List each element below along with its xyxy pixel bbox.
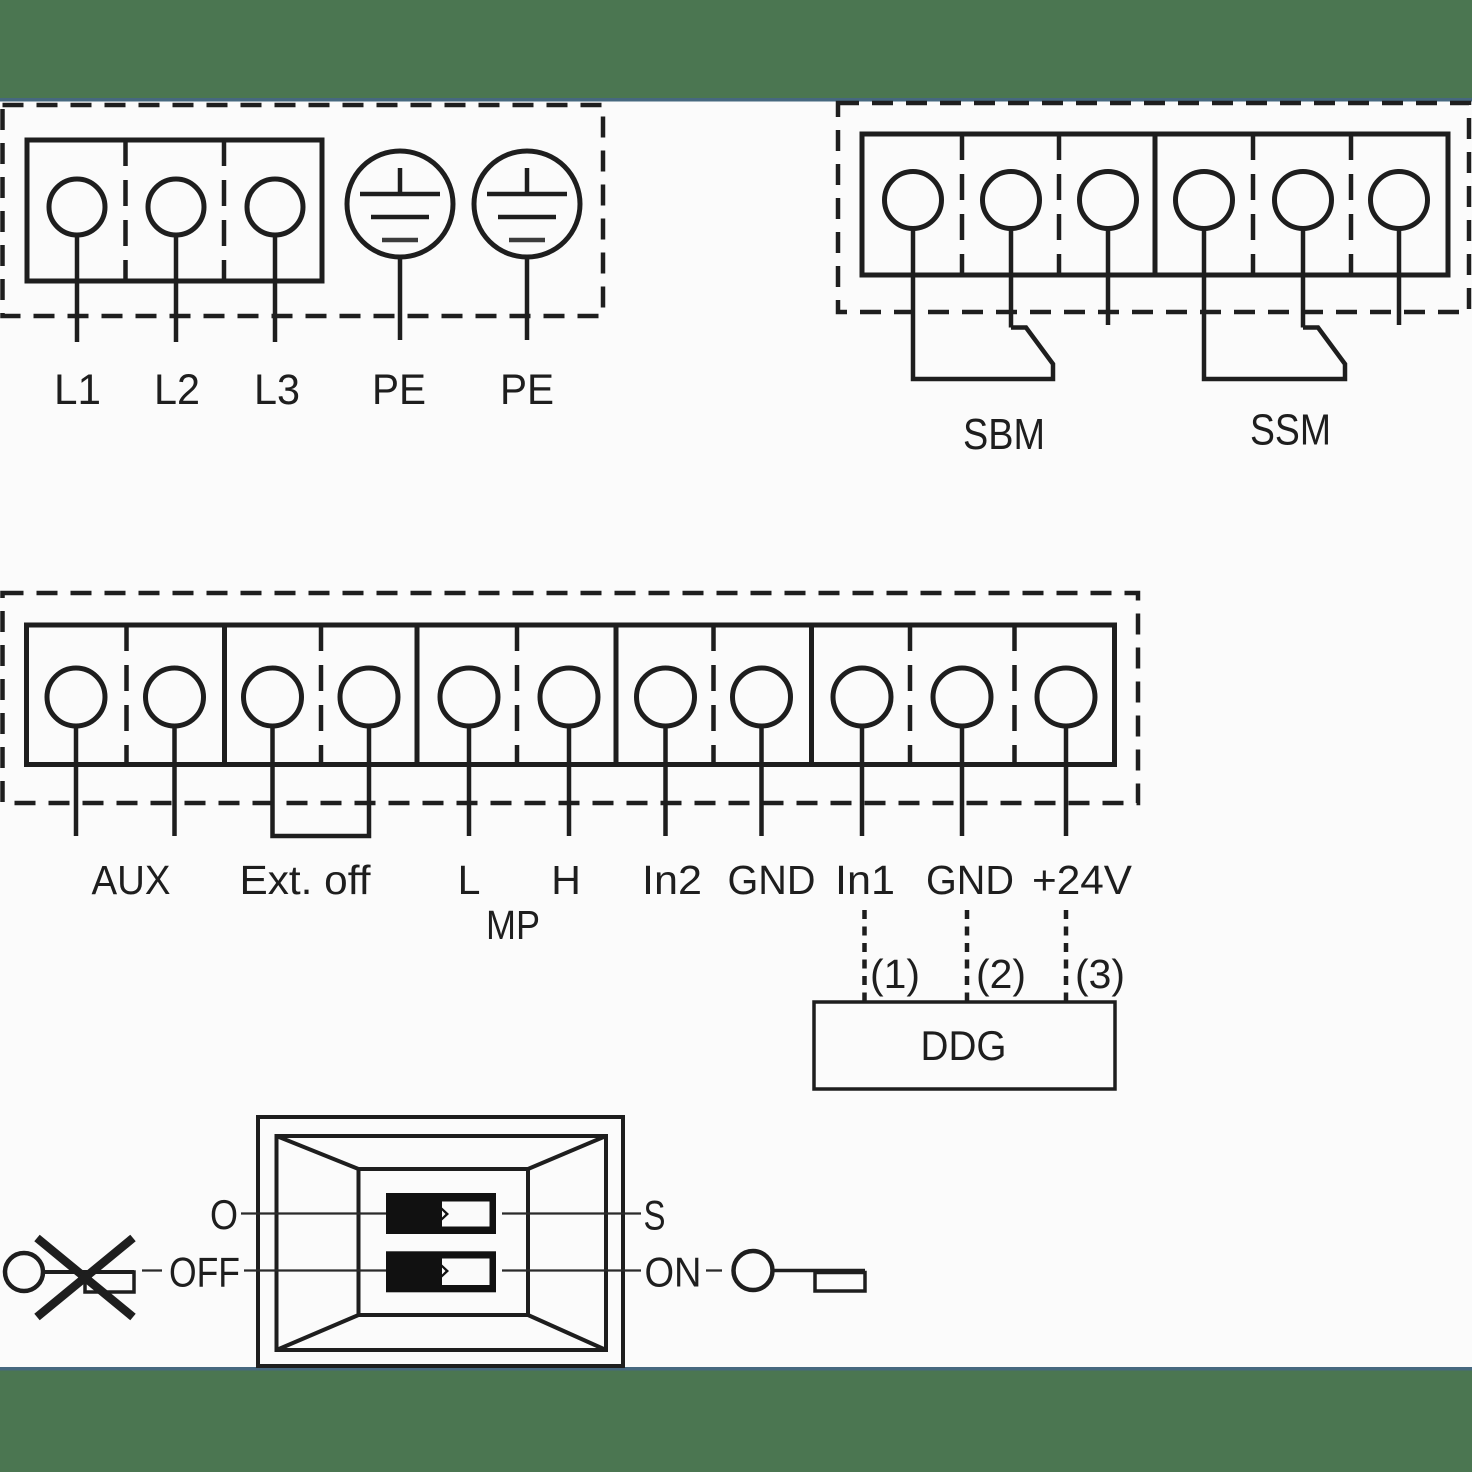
svg-text:GND: GND [926,857,1014,903]
svg-text:O: O [210,1191,238,1238]
svg-text:(2): (2) [976,951,1026,997]
svg-text:In1: In1 [835,857,895,903]
svg-text:DDG: DDG [921,1022,1007,1069]
svg-text:GND: GND [728,857,816,903]
svg-text:PE: PE [372,366,426,414]
svg-text:H: H [551,857,581,903]
svg-text:L2: L2 [154,366,200,414]
svg-text:S: S [644,1192,666,1239]
svg-text:SSM: SSM [1250,406,1331,455]
svg-text:In2: In2 [642,857,702,903]
svg-text:+24V: +24V [1032,857,1133,903]
svg-text:L: L [458,857,481,903]
svg-text:(3): (3) [1075,951,1125,997]
svg-text:AUX: AUX [92,857,171,903]
svg-text:MP: MP [486,902,540,948]
svg-text:PE: PE [500,366,554,414]
svg-text:ON: ON [645,1249,702,1296]
svg-text:L1: L1 [54,366,101,414]
svg-text:Ext. off: Ext. off [240,857,372,903]
svg-text:(1): (1) [870,951,920,997]
svg-text:L3: L3 [254,366,300,414]
svg-text:SBM: SBM [963,410,1045,459]
svg-text:OFF: OFF [169,1249,240,1296]
